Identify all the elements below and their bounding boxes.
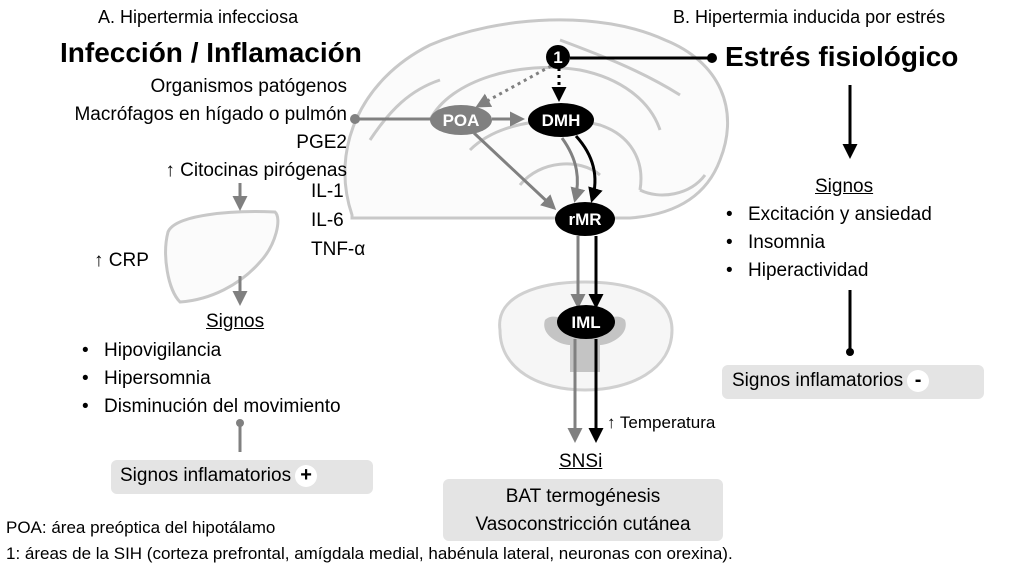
sign-item: Disminución del movimiento [78,393,341,421]
snsi-label: SNSi [559,451,603,472]
causes-list: Organismos patógenos Macrófagos en hígad… [74,73,347,185]
section-a-inflammatory: Signos inflamatorios+ [120,465,318,487]
cause-item: PGE2 [296,132,347,153]
footnote-poa: POA: área preóptica del hipotálamo [6,518,276,537]
node-dmh: DMH [528,103,594,137]
sign-item: Insomnia [722,229,932,257]
section-a-title: A. Hipertermia infecciosa [98,7,299,27]
node-1: 1 [546,45,570,69]
cytokine-item: IL-6 [311,210,344,231]
sign-item: Hipersomnia [78,365,341,393]
cause-item: ↑ Citocinas pirógenas [165,160,347,181]
arrow-dmh-rmr-black [574,134,603,203]
plus-icon: + [295,465,318,487]
arrow-poa-rmr [472,131,557,211]
footnote-1: 1: áreas de la SIH (corteza prefrontal, … [6,544,733,563]
arrow-dmh-rmr-gray [560,137,586,203]
section-a-inflammatory-box [111,460,373,494]
node-iml-label: IML [571,313,600,332]
cytokine-list: IL-1 IL-6 TNF-α [311,177,365,264]
section-b-title: B. Hipertermia inducida por estrés [673,7,946,27]
node-dmh-label: DMH [542,111,581,130]
section-b-signs-title: Signos [815,176,874,197]
node-iml: IML [557,305,615,339]
section-b-inflammatory: Signos inflamatorios- [732,370,930,392]
sign-item: Hiperactividad [722,257,932,285]
node-1-label: 1 [553,48,562,67]
node-poa: POA [430,105,492,135]
output-item: Vasoconstricción cutánea [475,514,691,535]
section-b-heading: Estrés fisiológico [725,41,959,72]
section-a-signs-title: Signos [206,311,265,332]
output-list: BAT termogénesis Vasoconstricción cutáne… [443,483,723,539]
section-a-signs-list: Hipovigilancia Hipersomnia Disminución d… [78,337,341,421]
node-rmr: rMR [555,202,615,236]
minus-icon: - [907,370,930,392]
output-box [443,479,723,541]
node-poa-label: POA [443,111,480,130]
sign-item: Hipovigilancia [78,337,341,365]
liver-illustration [164,210,280,304]
section-b-signs-list: Excitación y ansiedad Insomnia Hiperacti… [722,201,932,285]
cytokine-item: TNF-α [311,239,366,260]
section-a-heading: Infección / Inflamación [60,37,362,68]
inflammatory-label: Signos inflamatorios [732,370,904,392]
cytokine-item: IL-1 [311,181,344,202]
inflammatory-label: Signos inflamatorios [120,465,292,487]
sign-item: Excitación y ansiedad [722,201,932,229]
cause-item: Organismos patógenos [150,76,347,97]
crp-label: ↑ CRP [94,250,149,271]
section-b-inflammatory-box [722,365,984,399]
output-item: BAT termogénesis [505,486,661,507]
cause-item: Macrófagos en hígado o pulmón [74,104,347,125]
temperature-label: ↑ Temperatura [607,413,716,432]
node-rmr-label: rMR [568,210,601,229]
